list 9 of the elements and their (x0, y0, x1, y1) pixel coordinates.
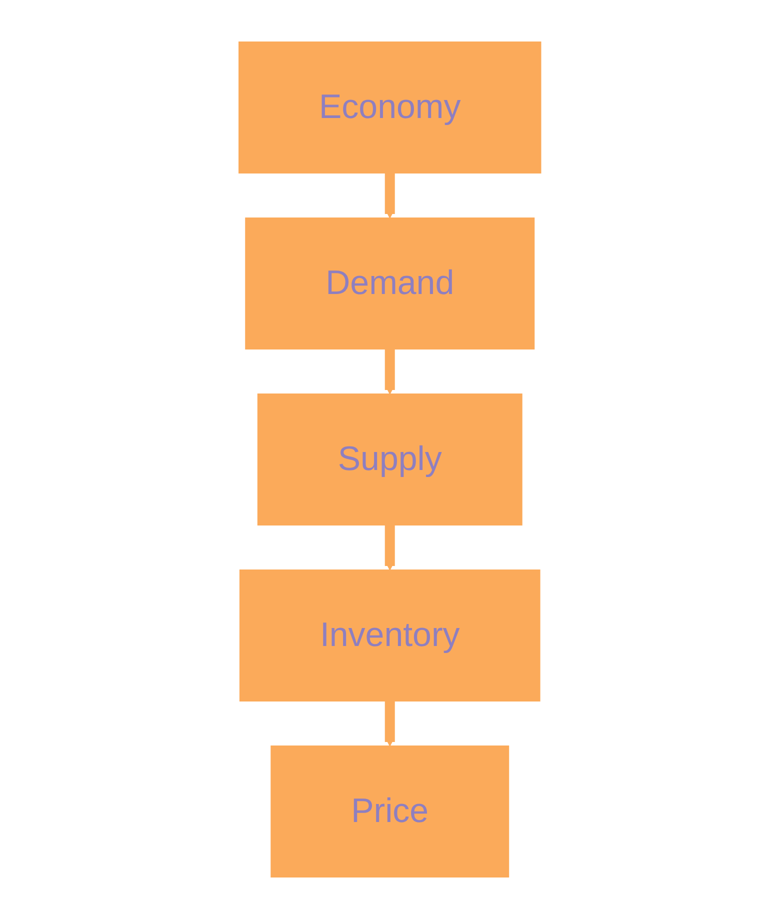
arrow (384, 171, 394, 218)
arrow (384, 699, 394, 746)
arrow (384, 347, 394, 394)
node-label: Price (350, 792, 428, 830)
node-label: Demand (325, 264, 454, 302)
arrow (384, 523, 394, 570)
node-label: Economy (318, 88, 460, 126)
node-label: Inventory (320, 616, 460, 654)
node-label: Supply (338, 440, 442, 478)
